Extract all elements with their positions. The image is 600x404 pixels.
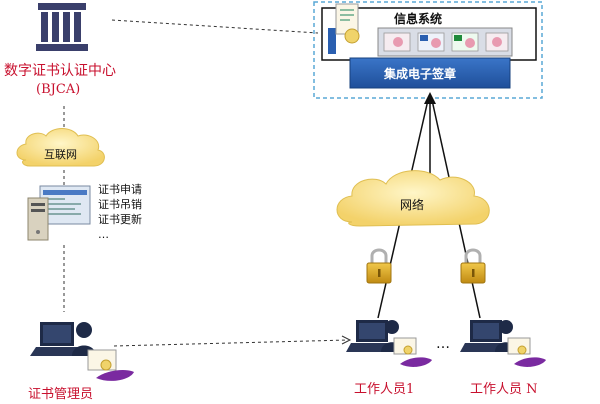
- worker-n-laptop-icon: [460, 320, 546, 367]
- admin-user-laptop-icon: [30, 322, 134, 381]
- worker-n-label: 工作人员 N: [470, 382, 538, 397]
- ca-abbr: (BJCA): [36, 82, 81, 97]
- cert-service-item: 证书更新: [98, 213, 142, 226]
- ca-building-icon: [36, 3, 88, 51]
- signature-bar: [349, 57, 511, 89]
- cert-service-item: 证书申请: [98, 183, 142, 196]
- server-computer-icon: [27, 185, 91, 241]
- worker-1-laptop-icon: [346, 320, 432, 367]
- system-side-strip: [328, 28, 336, 54]
- signature-bar-label: 集成电子签章: [384, 67, 457, 81]
- admin-worker-dashed-link: [113, 339, 349, 347]
- certificate-icon: [335, 3, 360, 44]
- cert-service-item: 证书吊销: [98, 198, 142, 211]
- network-cloud: [336, 170, 490, 227]
- internet-label: 互联网: [44, 148, 77, 161]
- lock-icon: [366, 248, 392, 284]
- ca-name: 数字证书认证中心: [4, 63, 116, 79]
- document-thumbnail-icons: [383, 32, 509, 52]
- worker-1-label: 工作人员1: [354, 382, 415, 397]
- lock-icon: [460, 248, 486, 284]
- internet-cloud: [16, 128, 105, 167]
- cert-service-item: …: [98, 228, 109, 241]
- worker-ellipsis: …: [436, 336, 450, 352]
- admin-worker-arrowhead: [341, 335, 352, 345]
- ca-system-dashed-link: [111, 19, 319, 34]
- network-label: 网络: [400, 198, 425, 212]
- system-title: 信息系统: [394, 12, 443, 26]
- admin-label: 证书管理员: [28, 387, 94, 402]
- cert-service-list: 证书申请 证书吊销 证书更新 …: [98, 182, 142, 242]
